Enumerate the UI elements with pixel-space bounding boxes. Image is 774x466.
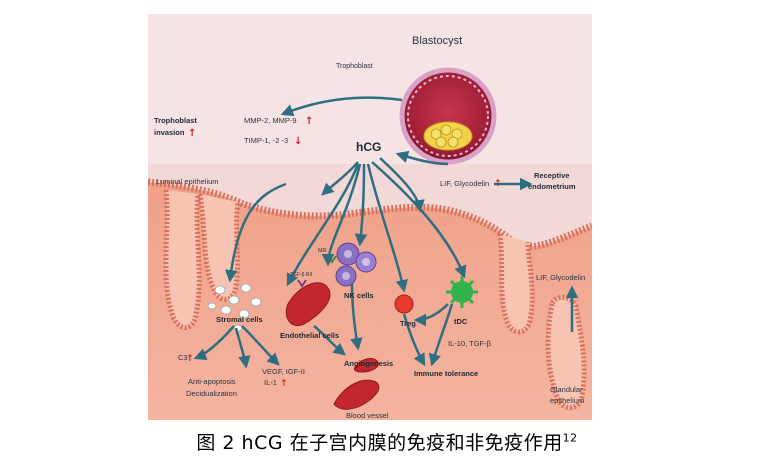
treg-cell [394, 294, 414, 314]
label-endothelial-cells: Endothelial cells [280, 331, 339, 340]
label-trophoblast-invasion-1: Trophoblast [154, 116, 197, 125]
signal-arrows [193, 96, 579, 369]
c3-up-arrow: ↑ [186, 354, 194, 364]
blood-vessel-small [353, 358, 379, 373]
gland-right-1 [497, 233, 535, 335]
blastocyst [399, 67, 497, 165]
tgf-receptor-icon [297, 279, 307, 288]
label-lif-glycodelin: LIF, Glycodelin [440, 179, 489, 188]
label-receptive-2: endometrium [528, 182, 576, 191]
endothelial-cell [285, 282, 331, 326]
lif-up-arrow: ↑ [494, 179, 502, 189]
endometrium-tissue [148, 182, 592, 420]
figure-caption: 图 2 hCG 在子宫内膜的免疫和非免疫作用12 [0, 428, 774, 455]
label-c3: C3 [178, 353, 188, 362]
label-mmp: MMP-2, MMP-9 [244, 116, 297, 125]
label-vegf: VEGF, IGF-II [262, 367, 305, 376]
label-tgf: TGF-β RII [290, 272, 312, 278]
hcg-endometrium-diagram: Blastocyst Trophoblast hCG MMP-2, MMP-9 … [147, 14, 594, 420]
timp-down-arrow: ↓ [294, 136, 302, 147]
label-il1: IL-1 [264, 378, 277, 387]
blood-vessel [333, 379, 380, 410]
label-nk-cells: NK cells [344, 291, 374, 300]
nk-cells [335, 242, 377, 287]
il1-up-arrow: ↑ [280, 379, 288, 389]
label-decidualization: Decidualization [186, 389, 237, 398]
label-trophoblast-invasion-2: invasion [154, 128, 185, 137]
label-mr: MR [318, 248, 327, 254]
label-anti-apoptosis: Anti-apoptosis [188, 377, 236, 386]
label-glandular-1: Glandular [550, 385, 583, 394]
label-blastocyst: Blastocyst [412, 35, 462, 47]
label-blood-vessel: Blood vessel [346, 411, 389, 420]
label-trophoblast: Trophoblast [336, 63, 373, 70]
label-treg: Treg [400, 319, 416, 328]
luminal-epithelium-layer [147, 178, 594, 250]
invasion-up-arrow: ↑ [188, 128, 196, 139]
label-receptive-1: Receptive [534, 171, 569, 180]
gland-right-2 [545, 295, 587, 411]
label-luminal-epithelium: Luminal epithelium [156, 177, 219, 186]
label-timp: TIMP-1, -2 -3 [244, 136, 288, 145]
stromal-cells [207, 283, 262, 332]
label-immune-tolerance: Immune tolerance [414, 369, 478, 378]
caption-reference: 12 [562, 431, 578, 445]
label-glandular-2: epithelium [550, 396, 584, 405]
label-angiogenesis: Angiogenesis [344, 359, 393, 368]
label-lif-glycodelin-right: LIF, Glycodelin [536, 273, 585, 282]
label-tdc: tDC [454, 317, 468, 326]
mmp-up-arrow: ↑ [305, 116, 313, 127]
caption-text: 图 2 hCG 在子宫内膜的免疫和非免疫作用 [196, 432, 563, 454]
label-stromal-cells: Stromal cells [216, 315, 263, 324]
label-il10: IL-10, TGF-β [448, 339, 492, 348]
gland-left [163, 189, 202, 330]
tdc-cell [446, 276, 478, 308]
label-hcg: hCG [356, 140, 381, 154]
